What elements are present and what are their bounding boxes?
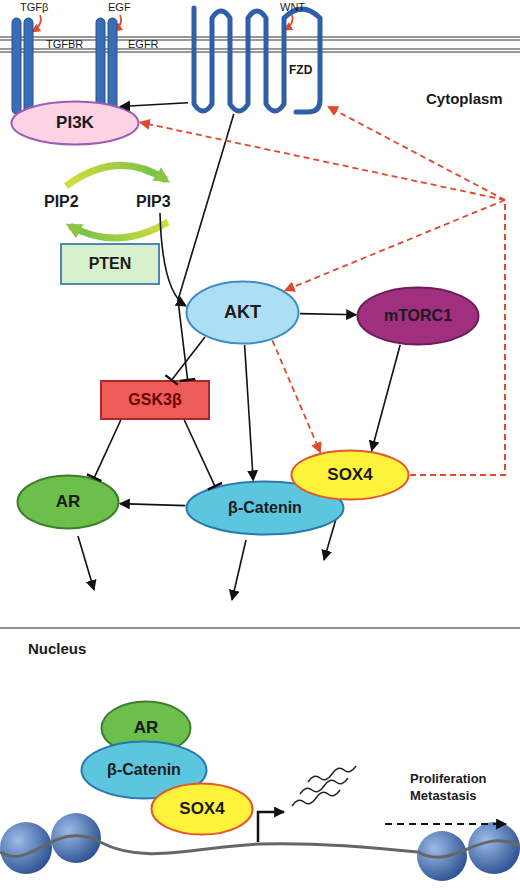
lipid-label: PIP2 bbox=[44, 193, 79, 211]
ellipse-outline bbox=[187, 282, 299, 344]
cell-membrane bbox=[0, 37, 520, 52]
node-label: SOX4 bbox=[327, 466, 372, 485]
node-label: AR bbox=[56, 493, 81, 512]
translocation-arrow bbox=[78, 536, 94, 590]
transcription-start-arrow bbox=[258, 812, 284, 842]
activation-connector bbox=[300, 314, 356, 315]
mrna-wave bbox=[308, 766, 356, 782]
receptor-shape: EGFR bbox=[92, 18, 172, 114]
receptor-chain bbox=[24, 18, 33, 114]
pip3-akt-arrow bbox=[160, 213, 186, 306]
outcome-arrow bbox=[385, 823, 506, 825]
complex-ellipse: mTORC1 bbox=[356, 286, 480, 346]
activation-connector bbox=[372, 345, 401, 451]
node-label: mTORC1 bbox=[384, 307, 452, 325]
box-outline bbox=[101, 381, 209, 419]
transcription-factor-ellipse: SOX4 bbox=[290, 449, 410, 501]
ligand-label: TGFβ bbox=[20, 1, 48, 13]
node-label: AR bbox=[134, 719, 159, 738]
receptor-chain bbox=[96, 18, 105, 114]
inhibition-connector bbox=[184, 420, 215, 486]
node-label: AKT bbox=[224, 303, 261, 323]
kinase-box: GSK3β bbox=[100, 380, 210, 420]
ligand-arrows bbox=[32, 15, 293, 32]
ellipse-outline bbox=[18, 476, 119, 529]
compartment-label: Nucleus bbox=[28, 640, 86, 657]
phosphatase-box: PTEN bbox=[60, 243, 160, 285]
node-label: TGFBR bbox=[46, 38, 83, 50]
receptor-chain bbox=[108, 18, 117, 114]
receptor-label-group: FZD bbox=[289, 64, 312, 77]
compartment-label: Cytoplasm bbox=[426, 90, 503, 107]
ellipse-outline bbox=[292, 451, 409, 500]
feedback-connector bbox=[272, 340, 320, 452]
membrane-line bbox=[0, 36, 520, 37]
node-label: β-Catenin bbox=[107, 761, 181, 779]
activation-connector bbox=[120, 504, 185, 506]
feedback-connector bbox=[285, 200, 505, 475]
node-label: SOX4 bbox=[179, 800, 224, 819]
feedback-connector bbox=[140, 122, 505, 475]
nucleosomes bbox=[0, 813, 520, 881]
nuclear-envelope bbox=[0, 627, 520, 628]
receptor-shape: TGFBR bbox=[6, 18, 90, 114]
transcription-factor-ellipse: SOX4 bbox=[150, 782, 254, 836]
receptor-shape-outline bbox=[92, 18, 172, 114]
ellipse-outline bbox=[152, 784, 253, 835]
cycle-arrow bbox=[70, 222, 168, 238]
dna-strand bbox=[0, 836, 520, 857]
receptor-chain bbox=[12, 18, 21, 114]
activation-connector bbox=[245, 345, 254, 480]
node-label: EGFR bbox=[128, 38, 159, 50]
ligand-label: WNT bbox=[280, 1, 305, 13]
frizzled-receptor: FZD bbox=[188, 8, 328, 114]
frizzled-receptor-outline bbox=[188, 8, 328, 114]
node-label: FZD bbox=[289, 64, 312, 77]
outcome-label: Proliferation Metastasis bbox=[410, 770, 506, 804]
ellipse-outline bbox=[358, 288, 479, 345]
box-outline bbox=[61, 244, 159, 284]
kinase-ellipse: PI3K bbox=[10, 100, 140, 146]
node-label: GSK3β bbox=[128, 391, 181, 409]
activation-connector bbox=[120, 103, 188, 107]
receptor-label-group: EGFR bbox=[128, 38, 159, 50]
ellipse-outline bbox=[187, 482, 344, 535]
translocation-arrow bbox=[232, 540, 246, 600]
feedback-connector bbox=[328, 107, 505, 475]
node-label: β-Catenin bbox=[228, 499, 302, 517]
receptor-ellipse: AR bbox=[16, 474, 120, 530]
inhibition-connector bbox=[172, 337, 205, 380]
cycle-arrow bbox=[66, 165, 166, 186]
receptor-label-group: TGFBR bbox=[46, 38, 83, 50]
ligand-label: EGF bbox=[108, 1, 131, 13]
node-label: PTEN bbox=[89, 255, 132, 273]
nucleosome bbox=[0, 822, 52, 874]
inhibition-connector bbox=[94, 420, 121, 478]
lipid-label: PIP3 bbox=[136, 193, 171, 211]
mrna-transcripts bbox=[292, 766, 356, 806]
receptor-shape-outline bbox=[6, 18, 90, 114]
node-label: PI3K bbox=[56, 114, 94, 133]
ellipse-outline bbox=[12, 102, 139, 145]
seven-transmembrane-helix bbox=[194, 8, 320, 112]
kinase-ellipse: AKT bbox=[185, 280, 300, 345]
membrane-line bbox=[0, 51, 520, 52]
nucleosome bbox=[468, 822, 520, 874]
